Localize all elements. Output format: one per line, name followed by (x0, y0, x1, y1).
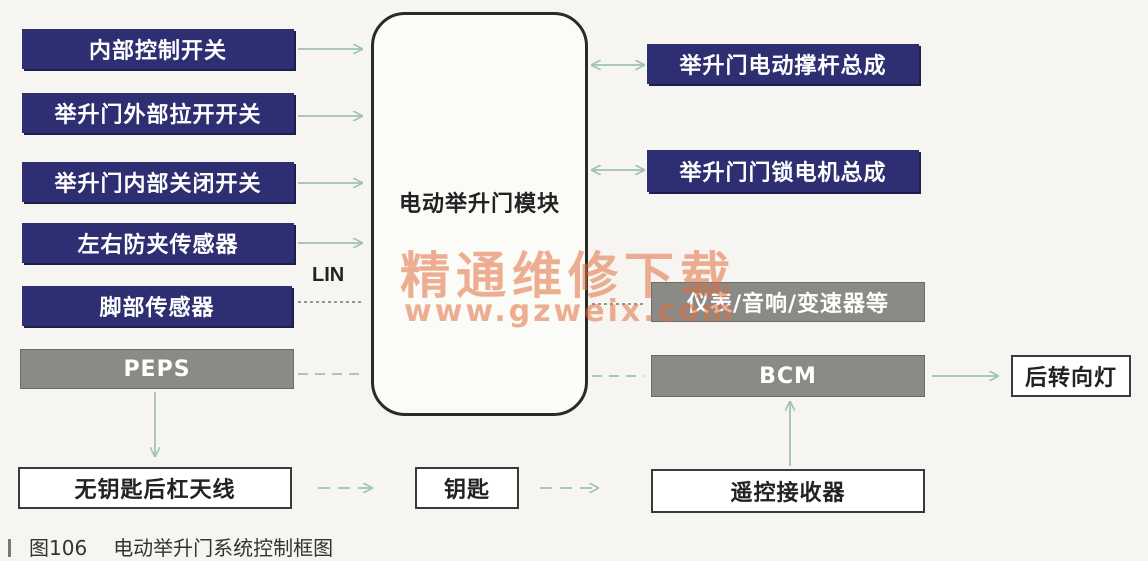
lin-label: LIN (312, 264, 345, 286)
input-anti-pinch-sensor: 左右防夹传感器 (22, 223, 294, 263)
watermark-url: www.gzweix.com (404, 294, 737, 329)
input-external-open-switch: 举升门外部拉开开关 (22, 93, 294, 133)
keyless-antenna-box: 无钥匙后杠天线 (18, 467, 292, 509)
peps-box: PEPS (20, 349, 294, 389)
figure-title: 电动举升门系统控制框图 (113, 536, 334, 560)
key-box: 钥匙 (415, 467, 519, 509)
output-latch-motor: 举升门门锁电机总成 (647, 150, 919, 192)
network-box: 仪表/音响/变速器等 (651, 282, 925, 322)
output-power-strut: 举升门电动撑杆总成 (647, 44, 919, 84)
caption-bar (8, 539, 11, 557)
watermark-text: 精通维修下载 (400, 247, 736, 305)
lift-gate-module: 电动举升门模块 (371, 12, 588, 416)
input-foot-sensor: 脚部传感器 (22, 286, 292, 326)
rear-turn-lamp-box: 后转向灯 (1011, 355, 1131, 397)
input-inner-close-switch: 举升门内部关闭开关 (22, 162, 294, 202)
figure-number: 图106 (29, 536, 88, 560)
remote-receiver-box: 遥控接收器 (651, 469, 925, 513)
figure-caption: 图106 电动举升门系统控制框图 (8, 532, 333, 561)
input-inner-control-switch: 内部控制开关 (22, 29, 294, 69)
bcm-box: BCM (651, 355, 925, 397)
